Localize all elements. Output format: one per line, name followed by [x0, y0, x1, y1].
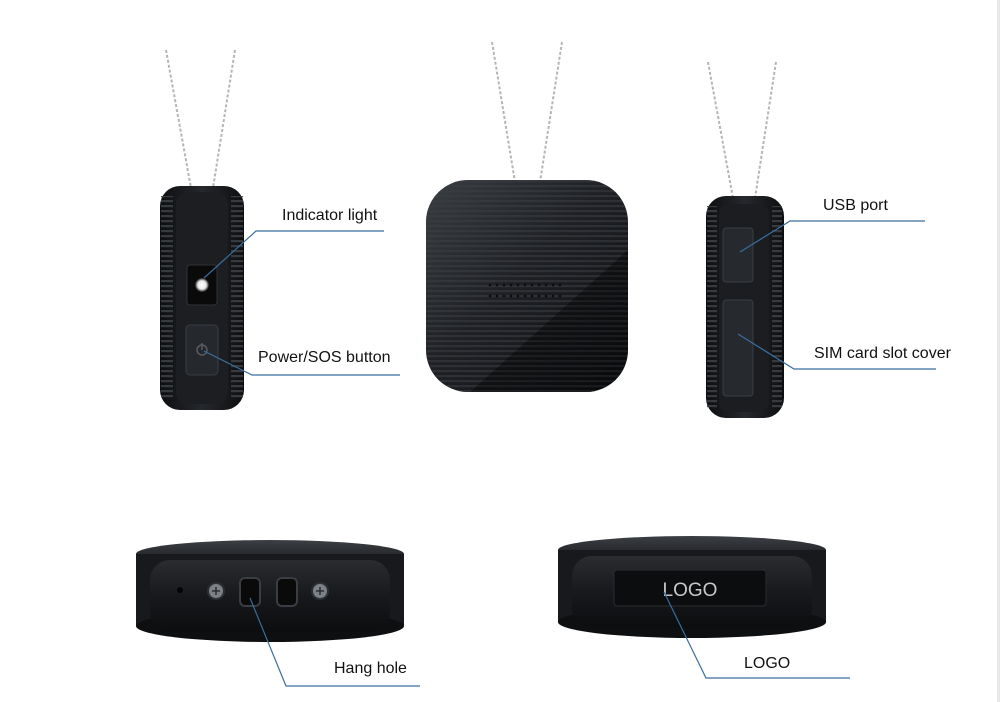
bottom-view: [136, 540, 404, 642]
neck-chain: [707, 61, 777, 199]
speaker-grille: [488, 283, 562, 298]
front-stripes: [426, 180, 628, 392]
front-view: [426, 41, 628, 392]
leader-lines: [203, 220, 936, 687]
left-side-view: [160, 49, 244, 410]
logo-plate-text: LOGO: [663, 580, 718, 601]
label-usb-port: USB port: [823, 197, 888, 214]
label-sim-card-slot-cover: SIM card slot cover: [814, 345, 951, 362]
leader-hang-hole: [249, 597, 420, 687]
neck-chain: [165, 49, 236, 189]
usb-port: [722, 227, 754, 283]
label-hang-hole: Hang hole: [334, 660, 407, 677]
neck-chain: [491, 41, 563, 183]
leader-power-sos-button: [203, 350, 400, 376]
leader-sim-card-slot-cover: [737, 333, 936, 370]
leader-logo: [663, 591, 850, 679]
hang-hole: [239, 577, 261, 607]
leader-usb-port: [739, 220, 925, 253]
label-indicator-light: Indicator light: [282, 207, 378, 224]
label-power-sos-button: Power/SOS button: [258, 349, 391, 366]
label-logo: LOGO: [744, 655, 791, 672]
sim-card-slot-cover: [722, 299, 754, 397]
logo-view: LOGO: [558, 536, 826, 638]
page-edge: [997, 0, 1000, 702]
logo-plate: [613, 569, 767, 607]
right-side-view: [706, 61, 784, 418]
leader-indicator-light: [203, 230, 384, 279]
